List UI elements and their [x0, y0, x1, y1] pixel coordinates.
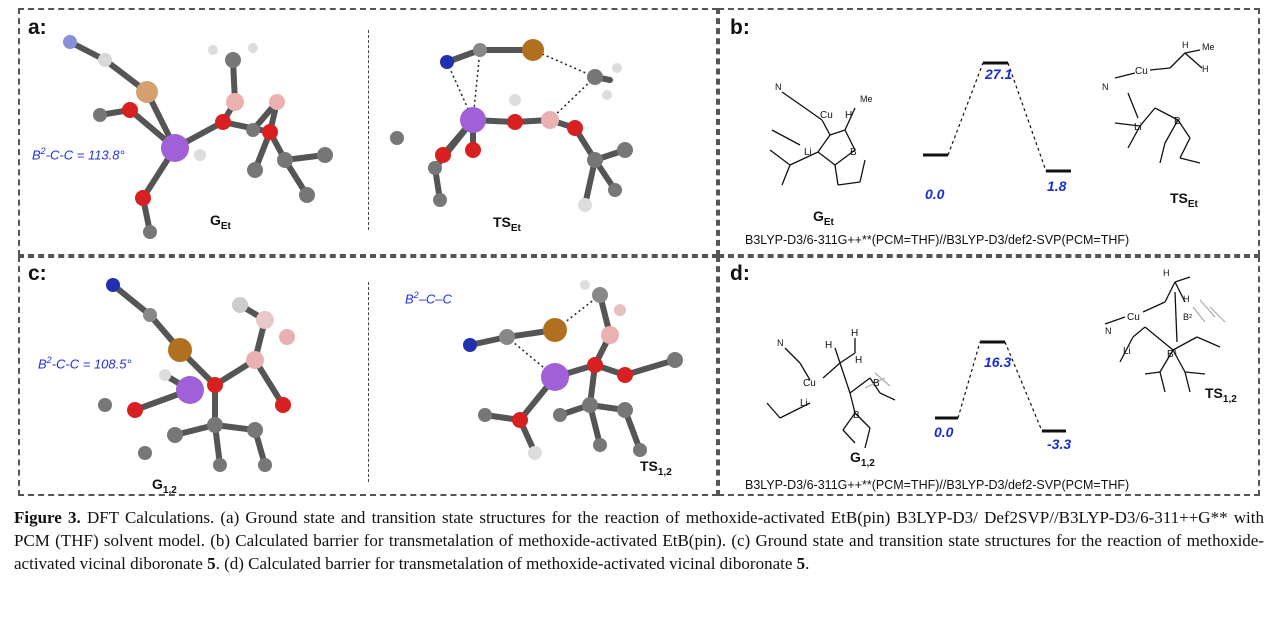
svg-text:Li: Li [1134, 122, 1142, 133]
structure-ts-et-drawing: N Cu H Me H Li B [1102, 40, 1215, 164]
svg-text:Li: Li [800, 398, 808, 409]
panel-c [18, 256, 718, 496]
svg-text:Cu: Cu [803, 378, 816, 389]
panel-c-angle-annotation-left: B2-C-C = 108.5° [38, 355, 132, 372]
caption-text: DFT Calculations. (a) Ground state and t… [14, 508, 1264, 573]
svg-text:H: H [825, 340, 832, 351]
svg-text:Cu: Cu [1127, 312, 1140, 323]
figure-caption: Figure 3. DFT Calculations. (a) Ground s… [14, 506, 1264, 575]
svg-text:B: B [850, 147, 857, 158]
svg-text:H: H [1202, 64, 1209, 74]
svg-text:B: B [1174, 116, 1181, 127]
caption-compound: 5 [207, 554, 216, 573]
svg-text:Cu: Cu [820, 110, 833, 121]
panel-b-ts-et-label: TSEt [1170, 190, 1198, 210]
svg-text:B¹: B¹ [1167, 349, 1178, 360]
panel-c-label: c: [28, 262, 47, 285]
structure-ts12-drawing: N Cu H H B² Li B¹ [1104, 268, 1226, 393]
panel-a [18, 8, 718, 256]
panel-a-ts-et-label: TSEt [493, 214, 521, 234]
caption-text-2: . (d) Calculated barrier for transmetala… [215, 554, 797, 573]
panel-b [718, 8, 1260, 256]
molecule-ts-et-render [390, 39, 633, 212]
panel-b-energy-2: 1.8 [1047, 178, 1067, 194]
panel-c-divider [368, 282, 369, 482]
svg-text:Me: Me [1202, 42, 1215, 52]
svg-text:H: H [851, 328, 858, 339]
svg-text:H: H [845, 110, 852, 121]
panel-d-ts12-label: TS1,2 [1205, 385, 1237, 405]
molecule-g-et-render [63, 35, 333, 239]
svg-text:Me: Me [860, 94, 873, 104]
panel-a-g-et-label: GEt [210, 212, 231, 232]
panel-a-divider [368, 30, 369, 230]
panel-a-label: a: [28, 16, 47, 39]
structure-g12-drawing: N Cu Li B B H H H [766, 328, 896, 449]
svg-text:H: H [1163, 268, 1170, 278]
svg-text:N: N [777, 338, 784, 348]
panel-b-g-et-label: GEt [813, 208, 834, 228]
svg-text:B: B [853, 410, 860, 421]
panel-d-method: B3LYP-D3/6-311G++**(PCM=THF)//B3LYP-D3/d… [745, 478, 1130, 492]
panel-c-g12-label: G1,2 [152, 476, 177, 496]
svg-text:H: H [855, 355, 862, 366]
panel-b-energy-diagram [923, 61, 1071, 173]
panel-d-g12-label: G1,2 [850, 449, 875, 469]
svg-text:Cu: Cu [1135, 66, 1148, 77]
structure-g-et-drawing: N Cu H Li B Me [769, 82, 873, 186]
molecule-ts12-render [463, 280, 683, 460]
svg-text:H: H [1183, 294, 1190, 304]
svg-text:Li: Li [1123, 346, 1131, 357]
svg-text:N: N [775, 82, 782, 92]
panel-d-energy-0: 0.0 [934, 424, 954, 440]
caption-compound-2: 5 [796, 554, 806, 573]
svg-text:Li: Li [804, 147, 812, 158]
caption-label: Figure 3. [14, 508, 81, 527]
panel-d-label: d: [730, 262, 750, 285]
svg-text:N: N [1102, 82, 1109, 92]
panel-c-ts12-label: TS1,2 [640, 458, 672, 478]
panel-b-energy-1: 27.1 [985, 66, 1013, 82]
panel-d-energy-2: -3.3 [1047, 436, 1072, 452]
svg-text:H: H [1182, 40, 1189, 50]
svg-text:B: B [873, 378, 880, 389]
svg-text:N: N [1105, 326, 1112, 336]
molecule-g12-render [98, 278, 295, 472]
panel-c-angle-annotation-right: B2–C–C [405, 290, 452, 307]
panel-d-energy-diagram [935, 340, 1066, 433]
panel-b-method: B3LYP-D3/6-311G++**(PCM=THF)//B3LYP-D3/d… [745, 233, 1130, 247]
panel-a-angle-annotation: B2-C-C = 113.8° [32, 146, 125, 163]
panel-d-energy-1: 16.3 [984, 354, 1012, 370]
svg-text:B²: B² [1183, 312, 1192, 322]
panel-b-energy-0: 0.0 [925, 186, 945, 202]
panel-b-label: b: [730, 16, 750, 39]
panel-d [718, 256, 1260, 496]
caption-end: . [805, 554, 810, 573]
